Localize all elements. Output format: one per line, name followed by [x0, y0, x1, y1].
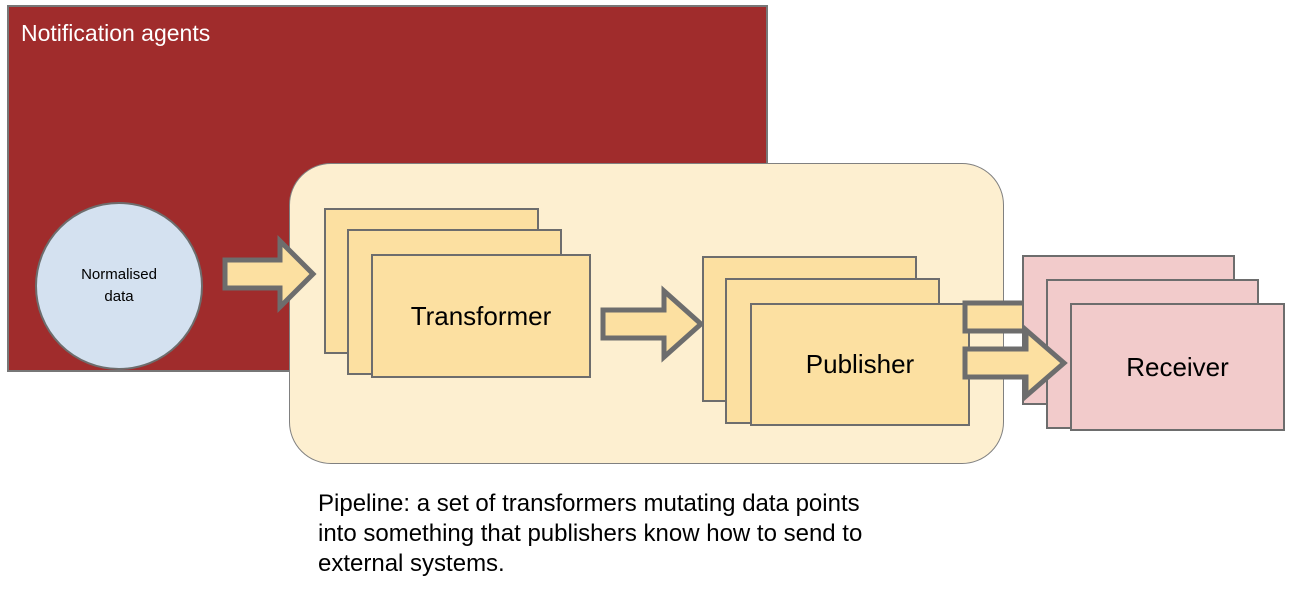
caption-line-2: into something that publishers know how … [318, 520, 863, 547]
diagram-caption: Pipeline: a set of transformers mutating… [318, 489, 958, 579]
receiver-card-front[interactable]: Receiver [1070, 303, 1285, 431]
transformer-label: Transformer [410, 300, 552, 331]
normalised-data-label: Normalised data [81, 264, 157, 308]
normalised-data-node[interactable]: Normalised data [35, 202, 203, 370]
notification-agents-label: Notification agents [21, 20, 211, 46]
normalised-data-label-line1: Normalised [81, 266, 157, 283]
normalised-data-label-line2: data [104, 288, 134, 305]
receiver-label: Receiver [1126, 351, 1229, 382]
transformer-card-front[interactable]: Transformer [371, 254, 591, 378]
caption-line-1: Pipeline: a set of transformers mutating… [318, 490, 860, 517]
publisher-label: Publisher [805, 349, 915, 379]
caption-line-3: external systems. [318, 550, 505, 577]
publisher-card-front[interactable]: Publisher [750, 303, 970, 426]
